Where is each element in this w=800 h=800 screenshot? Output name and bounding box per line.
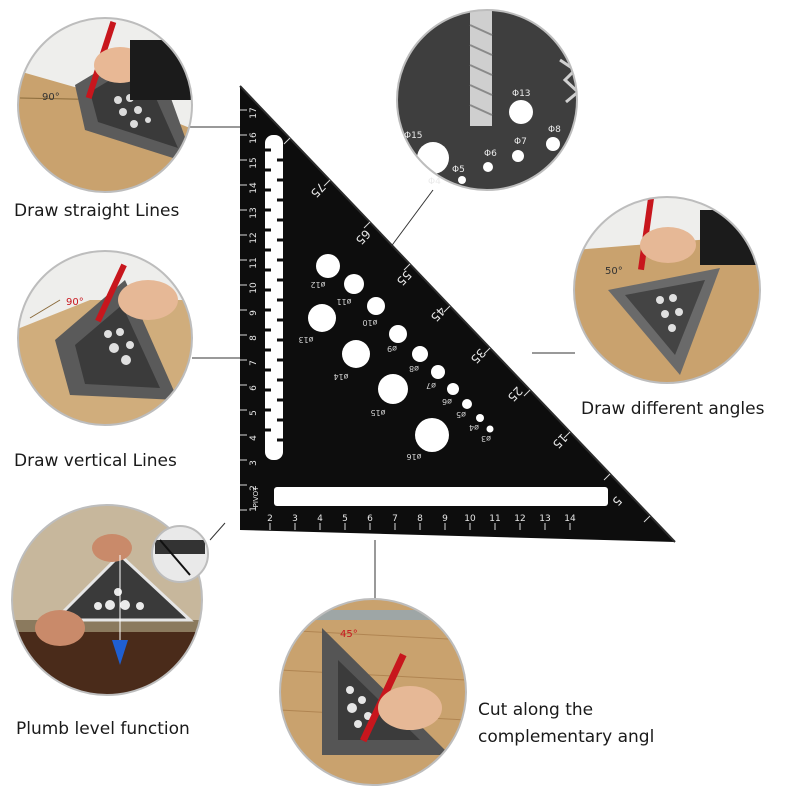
inset-straight-lines: 90° xyxy=(17,17,193,193)
plumb-arrow-icon xyxy=(112,640,128,665)
inset-angle-label: 50° xyxy=(605,266,623,277)
left-scale-7: 7 xyxy=(249,360,259,366)
bottom-scale-12: 12 xyxy=(514,514,525,524)
left-scale-16: 16 xyxy=(249,132,259,144)
left-scale-14: 14 xyxy=(249,182,259,194)
left-scale-15: 15 xyxy=(249,157,259,168)
drill-label-4: Φ4 xyxy=(428,177,441,187)
left-scale-13: 13 xyxy=(249,207,259,218)
left-scale-8: 8 xyxy=(249,335,259,341)
bottom-scale-2: 2 xyxy=(267,514,273,524)
bottom-scale-4: 4 xyxy=(317,514,323,524)
inset-angle-label: 45° xyxy=(340,629,358,640)
bottom-scale-11: 11 xyxy=(489,514,500,524)
hole-label-10: ø10 xyxy=(362,318,377,327)
caption-draw-different-angles: Draw different angles xyxy=(581,399,765,419)
inset-cut-angle: 45° xyxy=(279,598,467,786)
left-scale-10: 10 xyxy=(249,282,259,294)
inset-angle-label: 90° xyxy=(42,92,60,103)
left-scale-6: 6 xyxy=(249,385,259,391)
bottom-scale-8: 8 xyxy=(417,514,423,524)
left-scale-3: 3 xyxy=(249,460,259,466)
left-scale-9: 9 xyxy=(249,310,259,316)
drill-label-6: Φ6 xyxy=(484,149,497,159)
hole-label-13: ø13 xyxy=(298,335,313,344)
bottom-scale-14: 14 xyxy=(564,514,576,524)
drill-label-15: Φ15 xyxy=(404,131,423,141)
bottom-scale-13: 13 xyxy=(539,514,550,524)
pivot-label: PIVOT xyxy=(252,486,260,507)
left-scale-12: 12 xyxy=(249,232,259,243)
hole-label-15: ø15 xyxy=(370,408,385,417)
drill-label-7: Φ7 xyxy=(514,137,527,147)
bottom-scale-6: 6 xyxy=(367,514,373,524)
horizontal-slot xyxy=(274,487,608,506)
caption-draw-vertical-lines: Draw vertical Lines xyxy=(14,451,177,471)
left-scale-11: 11 xyxy=(249,257,259,268)
hole-label-8: ø8 xyxy=(409,364,419,373)
caption-cut-line-2: complementary angl xyxy=(478,727,655,747)
drill-label-8: Φ8 xyxy=(548,125,561,135)
bottom-scale-5: 5 xyxy=(342,514,348,524)
left-scale-5: 5 xyxy=(249,410,259,416)
caption-cut-line-1: Cut along the xyxy=(478,700,594,720)
hole-label-7: ø7 xyxy=(426,381,436,390)
drill-label-5: Φ5 xyxy=(452,165,465,175)
caption-cut-complementary-angle: Cut along the complementary angl xyxy=(478,697,654,751)
hole-label-12: ø12 xyxy=(310,280,325,289)
hole-label-9: ø9 xyxy=(387,344,397,353)
hole-label-3: ø3 xyxy=(481,434,491,443)
left-scale-17: 17 xyxy=(249,107,259,118)
bottom-scale-3: 3 xyxy=(292,514,298,524)
hole-label-14: ø14 xyxy=(333,372,348,381)
rafter-square: 17 16 15 14 13 12 11 10 9 8 7 6 5 4 3 2 … xyxy=(239,85,676,543)
bottom-scale-7: 7 xyxy=(392,514,398,524)
caption-draw-straight-lines: Draw straight Lines xyxy=(14,201,180,221)
left-scale-2: 2 xyxy=(249,485,259,491)
drill-holes xyxy=(308,254,494,452)
bottom-scale-9: 9 xyxy=(442,514,448,524)
hole-label-4: ø4 xyxy=(469,423,479,432)
left-scale-4: 4 xyxy=(249,435,259,441)
inset-different-angles: 50° xyxy=(573,196,761,384)
caption-plumb-level-function: Plumb level function xyxy=(16,719,190,739)
hole-label-5: ø5 xyxy=(456,410,466,419)
left-scale-1: 1 xyxy=(249,506,259,512)
bottom-scale-10: 10 xyxy=(464,514,476,524)
hole-label-16: ø16 xyxy=(406,452,421,461)
inset-drill-holes: Φ13 Φ15 Φ8 Φ7 Φ6 Φ5 Φ4 xyxy=(396,9,578,191)
inset-angle-label: 90° xyxy=(66,297,84,308)
inset-plumb-level xyxy=(11,504,203,696)
inset-plumb-zoom xyxy=(151,525,209,583)
hole-label-6: ø6 xyxy=(442,397,452,406)
drill-label-13: Φ13 xyxy=(512,89,531,99)
inset-vertical-lines: 90° xyxy=(17,250,193,426)
hole-label-11: ø11 xyxy=(336,297,351,306)
